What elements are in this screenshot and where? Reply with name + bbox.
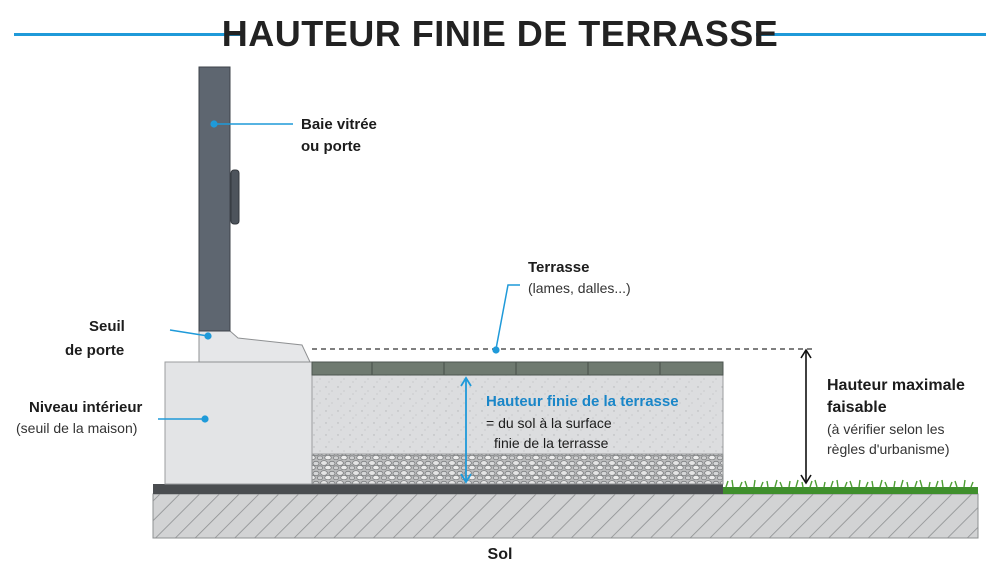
- callout-seuil: [169, 329, 209, 337]
- ground-surface-line: [153, 484, 723, 494]
- callout-dot-seuil: [204, 332, 212, 340]
- callout-dot-baie: [210, 120, 218, 128]
- decking-joints: [371, 362, 661, 375]
- terrace-decking: [311, 361, 724, 376]
- label-hauteur-max-sub1: (à vérifier selon les: [827, 421, 945, 437]
- label-baie-line2: ou porte: [301, 138, 361, 155]
- interior-foundation: [164, 361, 313, 485]
- page-title: HAUTEUR FINIE DE TERRASSE: [221, 13, 779, 54]
- finished-height-arrow: [460, 376, 472, 484]
- label-sol: Sol: [487, 546, 513, 563]
- label-hauteur-finie-line1: = du sol à la surface: [486, 415, 612, 431]
- door-handle: [230, 169, 240, 225]
- label-hauteur-max-line1: Hauteur maximale: [827, 377, 965, 394]
- max-height-arrow: [800, 348, 812, 485]
- door-threshold: [198, 330, 311, 363]
- label-niveau-title: Niveau intérieur: [29, 399, 143, 416]
- title-rule-right: [756, 33, 986, 36]
- terrace-concrete: [311, 374, 724, 455]
- label-hauteur-max-sub2: règles d'urbanisme): [827, 441, 950, 457]
- label-seuil-line1: Seuil: [89, 318, 125, 335]
- label-hauteur-max-line2: faisable: [827, 399, 887, 416]
- label-baie-line1: Baie vitrée: [301, 116, 377, 133]
- terrace-gravel: [311, 453, 724, 485]
- title-rule-left: [14, 33, 244, 36]
- callout-terrasse: [495, 284, 520, 350]
- callout-dot-terrasse: [492, 346, 500, 354]
- ground-hatch: [152, 493, 979, 539]
- grass-base: [723, 487, 978, 494]
- label-hauteur-finie-title: Hauteur finie de la terrasse: [486, 393, 679, 410]
- bay-door: [198, 66, 231, 332]
- label-terrasse-title: Terrasse: [528, 259, 590, 276]
- callout-dot-niveau: [201, 415, 209, 423]
- label-niveau-sub: (seuil de la maison): [16, 420, 138, 436]
- label-hauteur-finie-line2: finie de la terrasse: [494, 435, 609, 451]
- label-seuil-line2: de porte: [65, 342, 125, 359]
- grass-blades: [725, 479, 974, 488]
- label-terrasse-sub: (lames, dalles...): [528, 280, 631, 296]
